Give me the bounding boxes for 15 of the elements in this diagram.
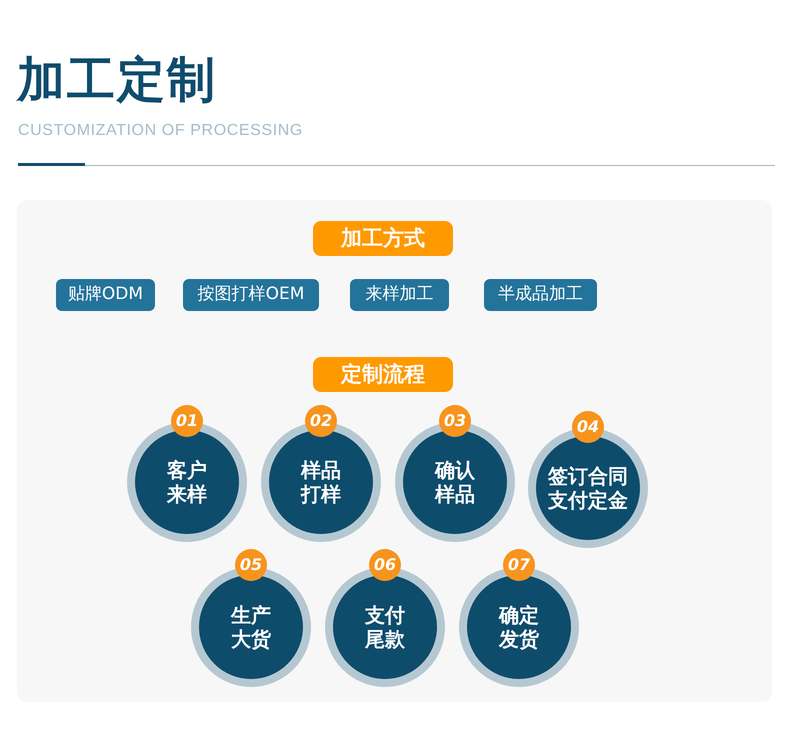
step-number-badge: 05 xyxy=(235,549,267,581)
page-title: 加工定制 xyxy=(17,52,217,110)
section-heading: 加工方式 xyxy=(313,221,453,256)
step-number-badge: 03 xyxy=(439,405,471,437)
section-heading: 定制流程 xyxy=(313,357,453,392)
step-number-badge: 01 xyxy=(171,405,203,437)
category-tag: 半成品加工 xyxy=(484,279,597,311)
step-number-badge: 04 xyxy=(572,411,604,443)
step-number-badge: 07 xyxy=(503,549,535,581)
category-tag: 按图打样OEM xyxy=(183,279,319,311)
step-number-badge: 02 xyxy=(305,405,337,437)
subtitle: CUSTOMIZATION OF PROCESSING xyxy=(18,121,303,140)
step-number-badge: 06 xyxy=(369,549,401,581)
category-tag: 来样加工 xyxy=(350,279,449,311)
category-tag: 贴牌ODM xyxy=(56,279,155,311)
